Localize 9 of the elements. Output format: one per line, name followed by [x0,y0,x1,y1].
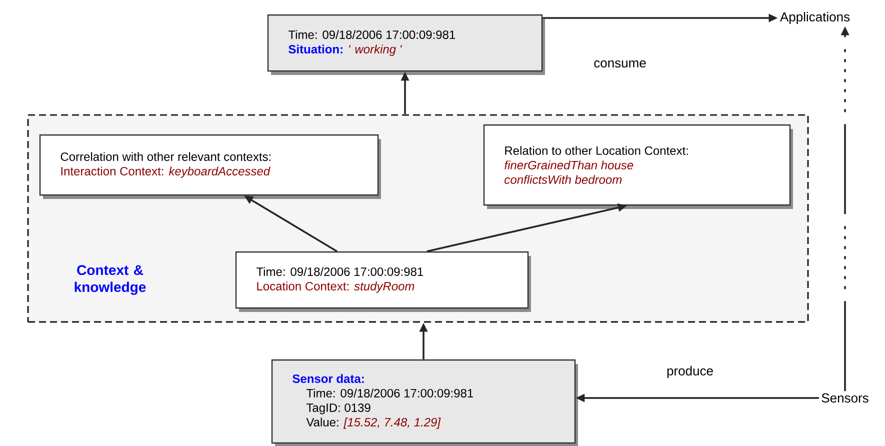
edge-label: produce [666,364,714,380]
context-box: Relation to other Location Context: finerGrainedThan house conflictsWith bedroom [483,124,793,209]
context-box: Correlation with other relevant contexts: Interaction Context: keyboardAccessed [39,134,381,199]
edge-label: consume [592,59,648,69]
endpoint-label: Sensors [822,393,868,403]
endpoint-label: Applications [780,12,850,24]
data-box: Sensor data: Time: 09/18/2006 17:00:09:981 TagID: 0139 Value: [15.52, 7.48, 1.29] [271,359,578,446]
context-box: Time: 09/18/2006 17:00:09:981 Location Context: studyRoom [235,251,531,312]
data-box: Time: 09/18/2006 17:00:09:981 Situation: ' working ' [267,14,545,75]
